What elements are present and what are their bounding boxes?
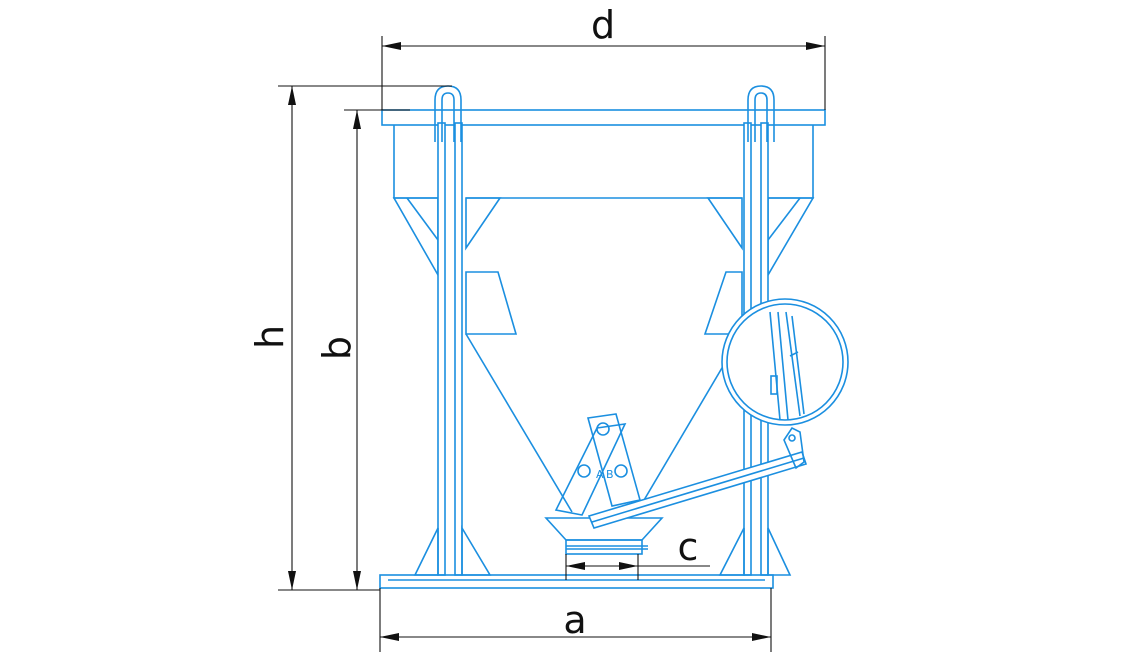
top-rim <box>381 109 826 126</box>
discharge-gate <box>565 539 643 555</box>
bottom-gusset-right-outer <box>767 527 792 576</box>
dimension-d-label: d <box>591 3 615 47</box>
linkage-pin-top <box>596 422 610 436</box>
right-lifting-eye <box>747 85 775 142</box>
linkage-pin-b <box>614 464 628 478</box>
left-fin <box>465 271 518 335</box>
right-inner-bracket <box>706 197 743 251</box>
detail-circle <box>721 298 849 426</box>
left-inner-bracket <box>465 197 502 251</box>
left-post-inner <box>454 122 463 576</box>
bottom-gusset-right-inner <box>718 527 745 576</box>
bottom-gusset-left-inner <box>461 525 492 576</box>
lever-latch <box>783 426 805 470</box>
dimension-a-label: a <box>563 598 586 642</box>
mechanism-label-a: A <box>596 468 604 481</box>
dimension-b-label: b <box>315 336 359 360</box>
linkage-plate-rear <box>586 413 641 507</box>
mechanism-label-b: B <box>606 468 614 481</box>
bottom-skid <box>379 574 774 589</box>
cone-left <box>465 333 573 513</box>
bottom-gusset-left-outer <box>413 527 439 576</box>
linkage-pin-a <box>577 464 591 478</box>
upper-body-left <box>393 125 438 199</box>
bucket-structure: A B <box>379 85 849 589</box>
right-fin <box>703 271 743 335</box>
left-post <box>437 122 446 576</box>
linkage-plate-front <box>554 422 627 516</box>
dimension-lines <box>278 36 826 652</box>
dimension-c-label: c <box>678 525 699 569</box>
dimension-h-label: h <box>248 325 292 349</box>
